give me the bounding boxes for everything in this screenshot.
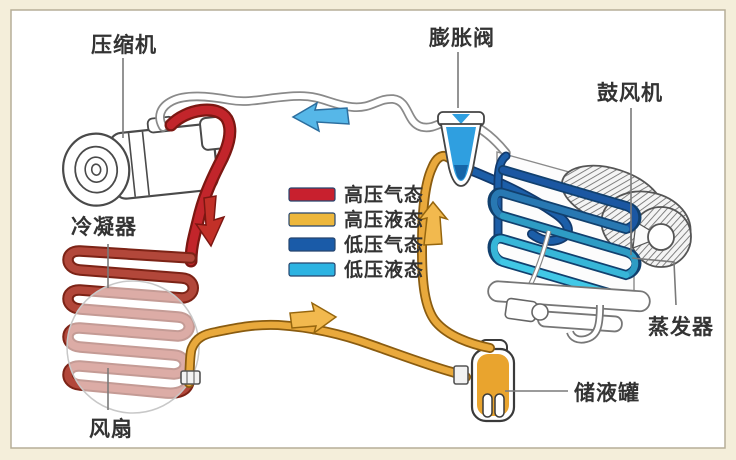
condenser-outlet-coupling	[180, 370, 201, 385]
receiver-drier-drawing	[470, 339, 516, 423]
legend: 高压气态 高压液态 低压气态 低压液态	[288, 183, 424, 281]
drain-tray-parts	[487, 230, 651, 344]
discharge-pipe	[164, 103, 237, 268]
legend-swatch-hp-liquid	[288, 212, 336, 227]
evaporator-leader	[631, 257, 677, 306]
flow-arrow-down-icon	[194, 195, 226, 248]
expansion-valve-drawing	[437, 111, 485, 187]
fan-disc	[66, 280, 200, 414]
legend-label-lp-liquid: 低压液态	[343, 258, 424, 281]
evaporator-label: 蒸发器	[648, 315, 714, 339]
legend-label-lp-gas: 低压气态	[343, 233, 424, 256]
condenser-label: 冷凝器	[71, 215, 137, 239]
receiver-label: 储液罐	[574, 381, 640, 405]
flow-arrow-up-icon	[417, 200, 450, 246]
liquid-pipe-run	[184, 319, 471, 388]
receiver-inlet-coupling	[453, 365, 469, 385]
expansion-valve-label: 膨胀阀	[429, 27, 495, 50]
flow-arrow-left-icon	[291, 101, 350, 133]
compressor-label: 压缩机	[91, 33, 157, 57]
legend-swatch-hp-gas	[288, 187, 336, 202]
fan-label: 风扇	[89, 417, 133, 441]
liquid-pipe-to-valve	[416, 151, 495, 353]
evaporator-coil	[487, 165, 642, 303]
legend-swatch-lp-liquid	[288, 262, 336, 277]
blower-label: 鼓风机	[597, 81, 663, 105]
legend-label-hp-gas: 高压气态	[344, 183, 424, 206]
flow-arrow-right-icon	[289, 301, 338, 335]
legend-swatch-lp-gas	[288, 237, 336, 252]
legend-label-hp-liquid: 高压液态	[344, 208, 424, 231]
compressor-drawing	[62, 115, 228, 207]
